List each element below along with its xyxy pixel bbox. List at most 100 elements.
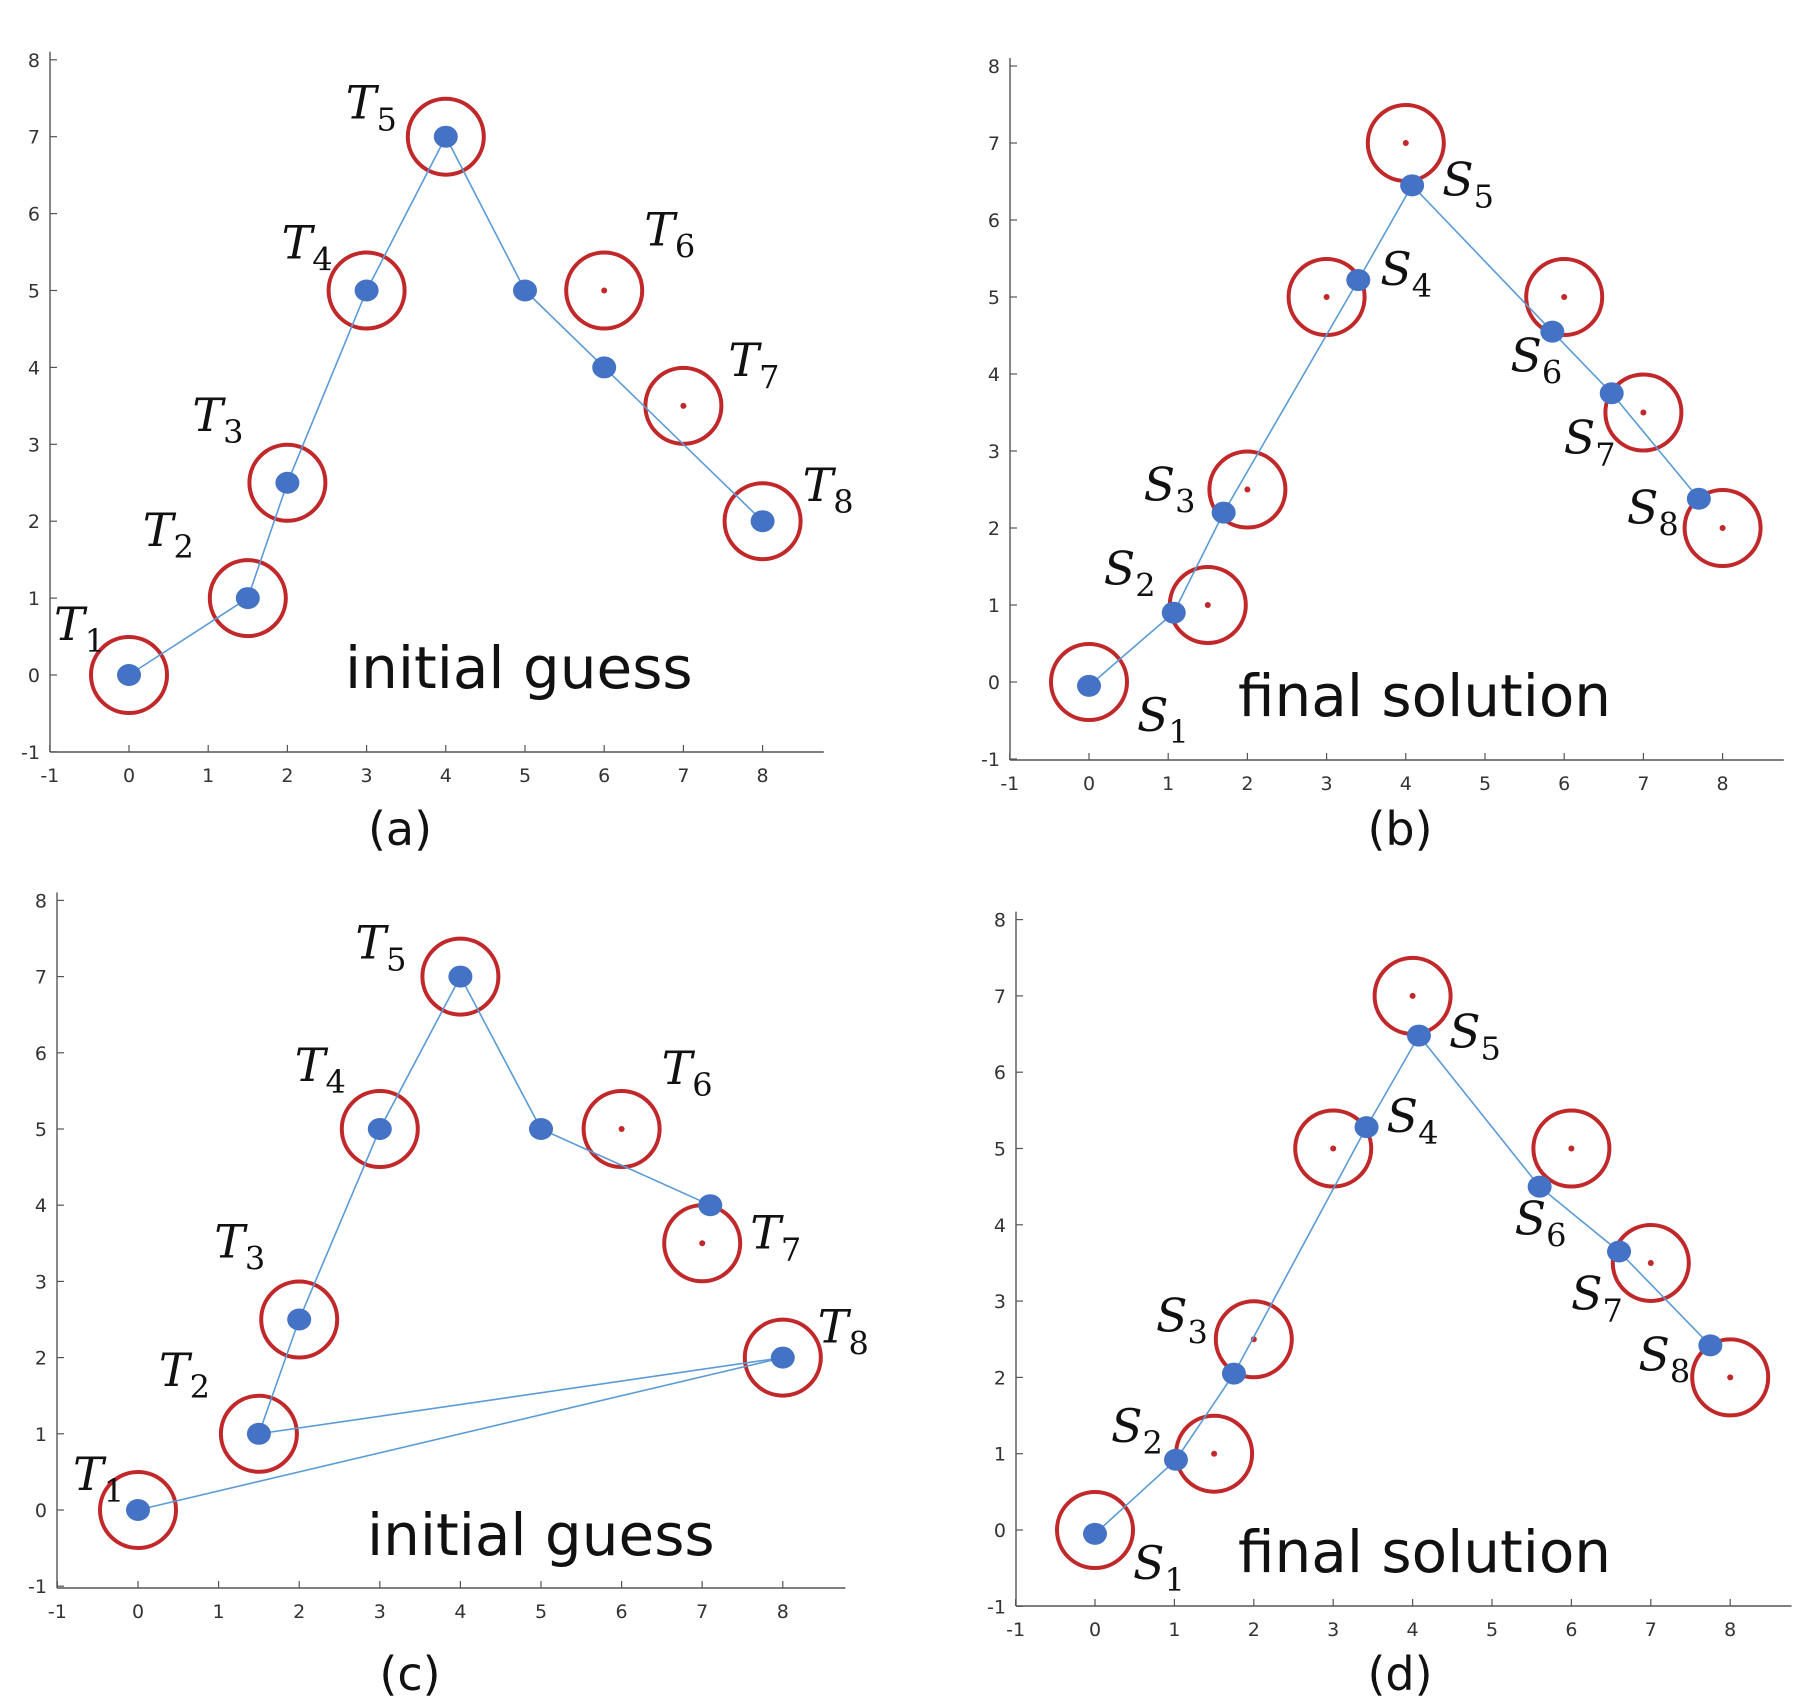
target-label-a-4-main: T — [282, 216, 316, 270]
target-label-a-1: T1 — [54, 597, 105, 660]
target-label-c-6-main: T — [662, 1041, 696, 1095]
y-tick-label-b: 6 — [988, 210, 1000, 232]
target-circle-c-2 — [218, 1393, 299, 1474]
path-point-c-7 — [529, 1118, 553, 1140]
x-tick-label-a: 7 — [677, 765, 689, 787]
solution-label-d-7-subscript: 7 — [1603, 1292, 1623, 1330]
target-center-d-2 — [1211, 1450, 1218, 1457]
y-tick-label-a: 7 — [28, 127, 40, 149]
target-circle-d-4 — [1293, 1108, 1374, 1189]
panel-a-label: (a) — [368, 802, 432, 856]
x-tick-label-d: 6 — [1565, 1619, 1577, 1641]
target-label-a-6: T6 — [644, 203, 695, 266]
solution-label-d-6-subscript: 6 — [1546, 1217, 1566, 1255]
solution-label-b-4-main: S — [1380, 242, 1412, 296]
y-tick-label-b: -1 — [981, 749, 1000, 771]
solution-label-b-4-subscript: 4 — [1412, 267, 1432, 305]
solution-label-d-4-main: S — [1387, 1089, 1419, 1143]
panel-d: (d) final solution — [1238, 1518, 1611, 1701]
target-center-b-4 — [1323, 294, 1330, 300]
solution-label-d-4-subscript: 4 — [1418, 1114, 1438, 1152]
x-tick-label-a: 5 — [519, 765, 531, 787]
path-point-b-2 — [1161, 601, 1186, 624]
solution-label-d-8-main: S — [1638, 1327, 1670, 1381]
x-tick-label-c: 7 — [696, 1601, 708, 1623]
solution-label-b-7-main: S — [1564, 410, 1596, 464]
path-point-b-6 — [1540, 320, 1565, 343]
target-center-c-7 — [699, 1240, 706, 1247]
path-point-d-4 — [1354, 1116, 1379, 1139]
y-tick-label-d: 7 — [994, 986, 1006, 1008]
y-tick-label-d: 2 — [994, 1367, 1006, 1389]
target-label-c-5: T5 — [355, 916, 406, 979]
target-label-c-4-main: T — [295, 1038, 329, 1092]
panel-b: (b) final solution — [1238, 662, 1611, 856]
target-circle-b-6 — [1524, 257, 1605, 337]
panel-c-annotation: initial guess — [367, 1501, 715, 1569]
target-label-a-8-subscript: 8 — [833, 483, 853, 521]
x-tick-label-a: -1 — [40, 765, 59, 787]
target-label-a-8: T8 — [803, 458, 854, 521]
x-tick-label-b: 5 — [1479, 773, 1491, 795]
path-point-a-1 — [117, 664, 141, 686]
target-circle-d-7 — [1610, 1222, 1691, 1303]
solution-label-d-5-subscript: 5 — [1480, 1030, 1500, 1068]
solution-label-b-7-subscript: 7 — [1595, 435, 1615, 473]
solution-label-b-2-main: S — [1104, 542, 1136, 596]
target-label-c-3-main: T — [214, 1215, 248, 1269]
y-tick-label-d: 8 — [994, 910, 1006, 932]
x-tick-label-d: 2 — [1248, 1619, 1260, 1641]
x-tick-label-b: 7 — [1637, 773, 1649, 795]
path-point-a-8 — [750, 510, 775, 533]
target-label-a-4-subscript: 4 — [312, 241, 332, 279]
solution-label-b-4: S4 — [1380, 242, 1432, 305]
y-tick-label-d: -1 — [987, 1596, 1006, 1618]
solution-label-b-2-subscript: 2 — [1135, 567, 1155, 605]
y-tick-label-a: 8 — [28, 50, 40, 72]
solution-label-d-1: S1 — [1133, 1536, 1185, 1599]
target-circle-d-6 — [1531, 1108, 1612, 1189]
y-tick-label-b: 2 — [988, 518, 1000, 540]
y-tick-label-c: 8 — [35, 890, 47, 912]
path-point-d-3 — [1221, 1362, 1246, 1385]
x-tick-label-d: 5 — [1486, 1619, 1498, 1641]
target-label-c-8-subscript: 8 — [848, 1325, 868, 1363]
path-point-a-2 — [235, 587, 260, 610]
target-circle-b-7 — [1603, 372, 1684, 453]
solution-label-b-5-main: S — [1442, 152, 1474, 206]
target-label-a-5-main: T — [346, 76, 380, 130]
target-center-b-5 — [1402, 140, 1409, 146]
x-tick-label-a: 0 — [123, 765, 135, 787]
y-tick-label-a: 3 — [28, 434, 40, 456]
solution-label-d-8: S8 — [1638, 1327, 1690, 1390]
x-tick-label-b: 4 — [1400, 773, 1412, 795]
solution-label-b-5-subscript: 5 — [1474, 177, 1494, 215]
solution-label-b-3-subscript: 3 — [1175, 483, 1195, 521]
target-label-c-1-subscript: 1 — [104, 1472, 124, 1510]
x-tick-label-d: 0 — [1089, 1619, 1101, 1641]
x-tick-label-c: 4 — [454, 1601, 466, 1623]
solution-label-d-5: S5 — [1449, 1005, 1501, 1068]
target-label-c-1-main: T — [73, 1447, 107, 1501]
target-circle-a-4 — [326, 250, 407, 331]
path-line-c — [137, 974, 783, 1511]
path-point-c-3 — [246, 1422, 271, 1445]
target-label-c-3: T3 — [214, 1215, 265, 1278]
y-tick-label-c: -1 — [28, 1576, 47, 1598]
path-point-b-4 — [1346, 269, 1371, 292]
x-tick-label-a: 4 — [440, 765, 452, 787]
target-center-b-6 — [1561, 294, 1568, 300]
y-tick-label-a: -1 — [21, 742, 40, 764]
solution-label-b-8-main: S — [1627, 481, 1659, 535]
y-tick-label-c: 2 — [35, 1348, 47, 1370]
x-tick-label-d: 4 — [1407, 1619, 1419, 1641]
solution-label-b-1: S1 — [1137, 688, 1189, 751]
x-tick-label-b: 2 — [1241, 773, 1253, 795]
target-label-a-3-main: T — [192, 388, 226, 442]
target-label-c-3-subscript: 3 — [245, 1240, 265, 1278]
x-tick-label-b: 6 — [1558, 773, 1570, 795]
target-label-c-2-main: T — [159, 1343, 193, 1397]
target-label-c-4-subscript: 4 — [325, 1063, 345, 1101]
target-label-a-4: T4 — [282, 216, 333, 279]
